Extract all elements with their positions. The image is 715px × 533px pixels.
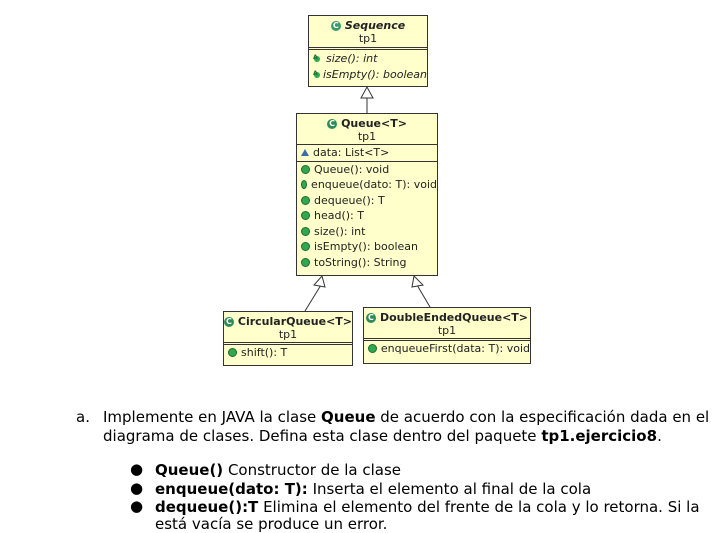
abstract-class-icon: C xyxy=(330,20,341,31)
public-method-icon xyxy=(228,348,237,358)
exercise-marker: a. xyxy=(76,408,90,426)
class-name: CircularQueue<T> xyxy=(237,315,352,328)
class-icon: C xyxy=(327,118,338,129)
package-label: tp1 xyxy=(278,328,298,341)
method-row: isEmpty(): boolean xyxy=(297,239,437,255)
public-method-icon xyxy=(301,164,310,174)
public-method-icon xyxy=(301,211,310,221)
method-row: Queue(): void xyxy=(297,162,437,178)
public-method-icon xyxy=(301,242,310,252)
class-icon: C xyxy=(365,312,376,323)
exercise-line-2: diagrama de clases. Defina esta clase de… xyxy=(103,427,662,445)
list-bullet: ● xyxy=(130,460,144,478)
method-row: isEmpty(): boolean xyxy=(309,66,427,83)
attribute-row: data: List<T> xyxy=(297,145,437,161)
method-row: dequeue(): T xyxy=(297,193,437,209)
generalization-arrow-queue-sequence xyxy=(360,85,374,99)
list-bullet: ● xyxy=(130,479,144,497)
generalization-arrow-circular-queue xyxy=(313,274,326,288)
method-row: shift(): T xyxy=(224,345,352,361)
abstract-method-icon xyxy=(313,66,320,81)
protected-field-icon xyxy=(301,149,309,157)
generalization-arrow-double-ended-queue xyxy=(411,274,425,288)
public-method-icon xyxy=(301,226,310,236)
public-method-icon xyxy=(368,344,377,354)
public-method-icon xyxy=(301,257,310,267)
list-bullet: ● xyxy=(130,497,144,515)
method-row: size(): int xyxy=(309,50,427,67)
method-row: head(): T xyxy=(297,208,437,224)
class-icon: C xyxy=(224,316,234,327)
method-row: enqueueFirst(data: T): void xyxy=(364,341,530,357)
public-method-icon xyxy=(301,195,310,205)
method-row: toString(): String xyxy=(297,255,437,271)
method-row: size(): int xyxy=(297,224,437,240)
abstract-method-icon xyxy=(313,50,322,66)
list-item: enqueue(dato: T): Inserta el elemento al… xyxy=(155,480,592,498)
list-item: dequeue():T Elimina el elemento del fren… xyxy=(155,498,700,516)
class-name: DoubleEndedQueue<T> xyxy=(379,311,529,324)
class-name: Queue<T> xyxy=(341,117,407,130)
exercise-line-1: Implemente en JAVA la clase Queue de acu… xyxy=(103,408,710,426)
list-item: Queue() Constructor de la clase xyxy=(155,461,402,479)
package-label: tp1 xyxy=(437,324,457,337)
method-row: enqueue(dato: T): void xyxy=(297,177,437,193)
list-item-continuation: está vacía se produce un error. xyxy=(155,515,388,533)
package-label: tp1 xyxy=(357,130,377,143)
public-method-icon xyxy=(301,180,308,190)
package-label: tp1 xyxy=(358,32,378,45)
class-name: Sequence xyxy=(344,19,406,32)
